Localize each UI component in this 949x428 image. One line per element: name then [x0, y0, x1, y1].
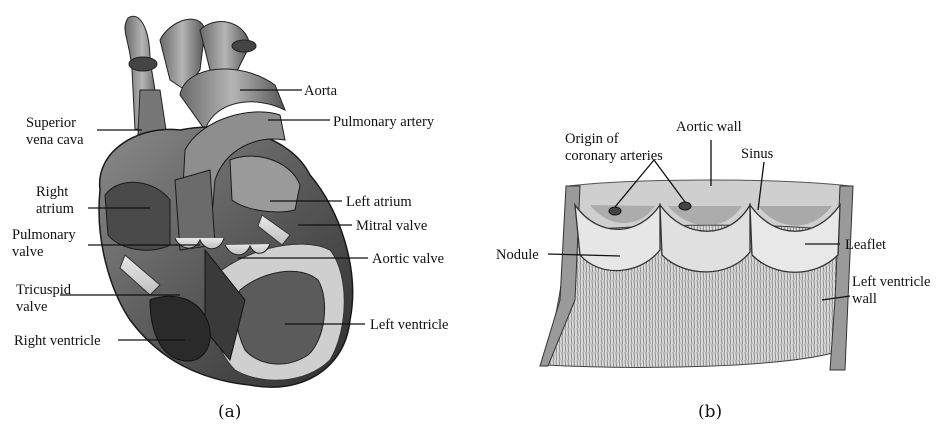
- label-tricuspid-valve-line1: Tricuspid: [16, 282, 72, 298]
- label-pulmonary-artery: Pulmonary artery: [333, 114, 435, 130]
- label-leaflet: Leaflet: [845, 237, 886, 253]
- label-mitral-valve: Mitral valve: [356, 218, 427, 234]
- label-lv-wall-line1: Left ventricle: [852, 274, 931, 290]
- label-origin-line1: Origin of: [565, 131, 619, 147]
- label-pulmonary-valve-line2: valve: [12, 244, 43, 260]
- label-superior-vena-cava-line2: vena cava: [26, 132, 84, 148]
- label-superior-vena-cava-line1: Superior: [26, 115, 76, 131]
- label-right-atrium-line1: Right: [36, 184, 68, 200]
- aortic-valve-illustration: [540, 180, 853, 370]
- label-tricuspid-valve-line2: valve: [16, 299, 47, 315]
- heart-illustration: [99, 16, 353, 387]
- label-right-atrium-line2: atrium: [36, 201, 75, 217]
- label-sinus: Sinus: [741, 146, 774, 162]
- label-aortic-wall: Aortic wall: [676, 119, 742, 135]
- label-origin-line2: coronary arteries: [565, 148, 663, 164]
- label-aorta: Aorta: [304, 83, 338, 99]
- label-left-atrium: Left atrium: [346, 194, 412, 210]
- caption-a: (a): [218, 402, 241, 422]
- label-right-ventricle: Right ventricle: [14, 333, 101, 349]
- label-lv-wall-line2: wall: [852, 291, 877, 307]
- label-nodule: Nodule: [496, 247, 539, 263]
- label-aortic-valve: Aortic valve: [372, 251, 444, 267]
- caption-b: (b): [698, 402, 722, 422]
- label-pulmonary-valve-line1: Pulmonary: [12, 227, 76, 243]
- label-left-ventricle: Left ventricle: [370, 317, 449, 333]
